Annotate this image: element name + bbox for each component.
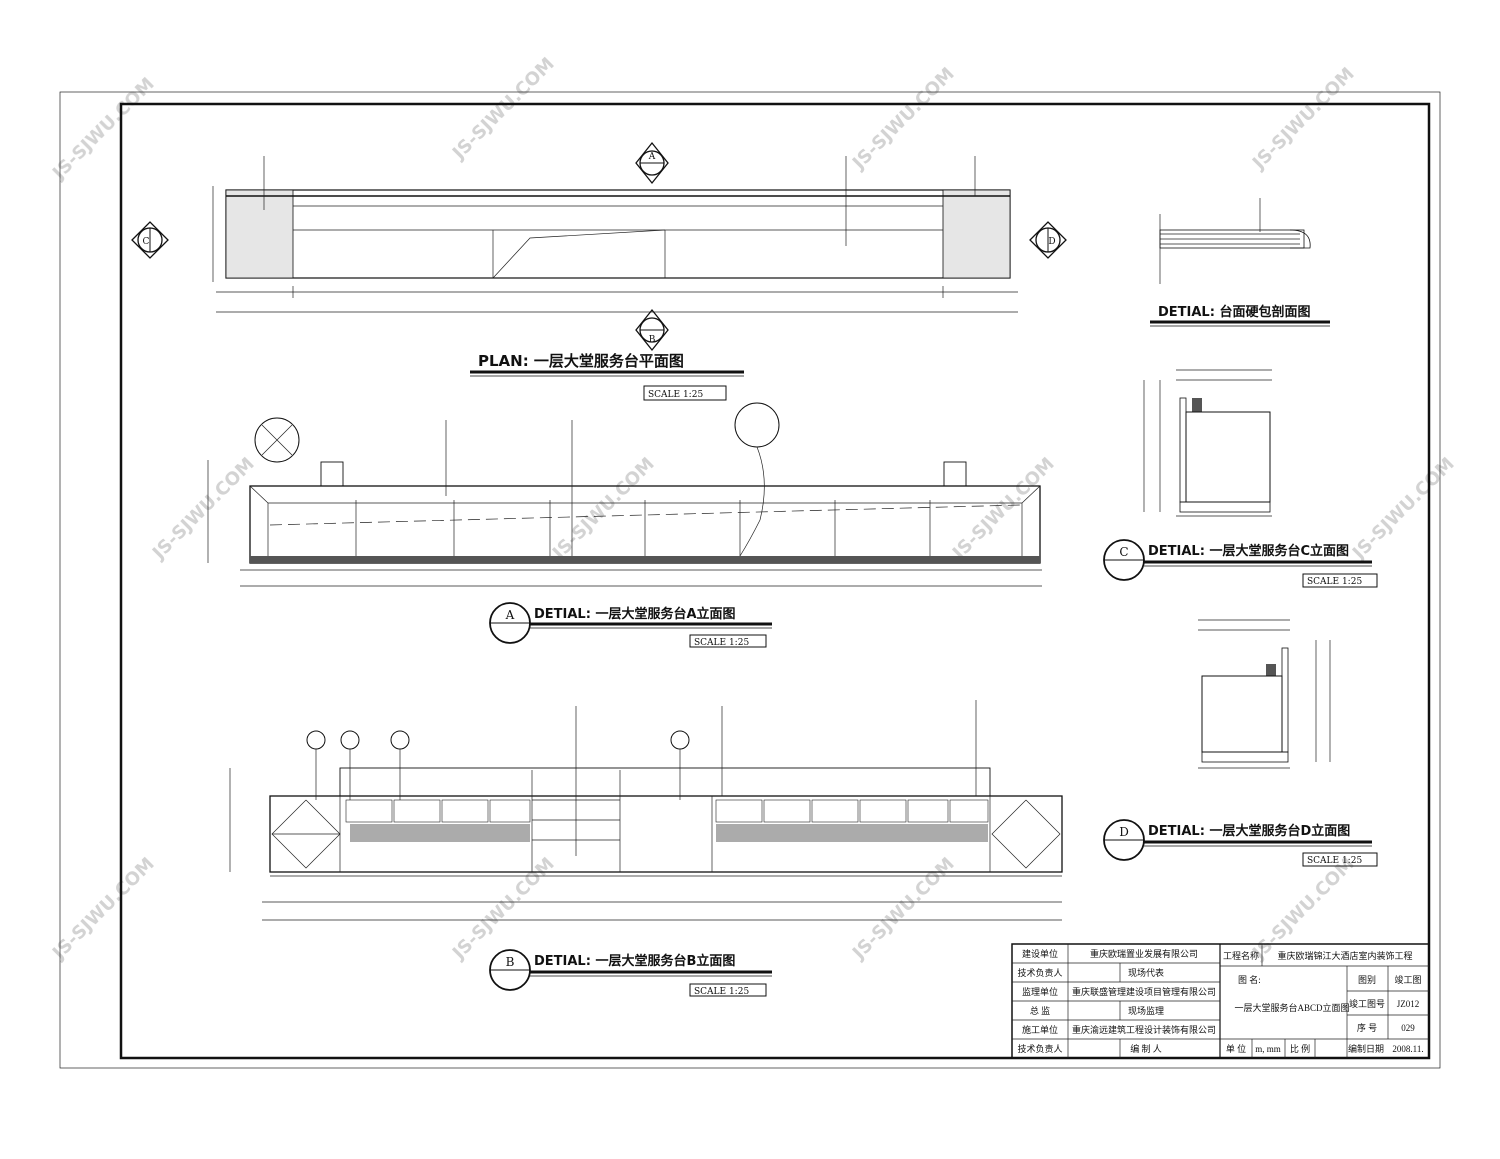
tb-r4-label: 总 监 [1030, 1005, 1050, 1016]
elevation-c-scale: SCALE 1:25 [1307, 577, 1362, 587]
tb-project-label: 工程名称 [1223, 950, 1259, 961]
tb-r1-value: 重庆欧瑞置业发展有限公司 [1090, 948, 1198, 959]
svg-text:JS-SJWU.COM: JS-SJWU.COM [447, 854, 558, 965]
tb-unit-label: 单 位 [1226, 1043, 1246, 1054]
svg-text:JS-SJWU.COM: JS-SJWU.COM [1347, 454, 1458, 565]
tb-seq-value: 029 [1401, 1023, 1415, 1033]
section-title: DETIAL: 台面硬包剖面图 [1158, 304, 1310, 320]
tb-no-value: JZ012 [1397, 999, 1420, 1009]
marker-b-title: B [489, 949, 531, 991]
svg-text:JS-SJWU.COM: JS-SJWU.COM [47, 74, 158, 185]
tb-r1-label: 建设单位 [1022, 948, 1058, 959]
elevation-a-scale: SCALE 1:25 [694, 638, 749, 648]
tb-r5-value: 重庆渝远建筑工程设计装饰有限公司 [1072, 1024, 1216, 1035]
tb-unit-value: m, mm [1255, 1044, 1281, 1054]
marker-d-title: D [1103, 819, 1145, 861]
tb-seq-label: 序 号 [1357, 1022, 1377, 1033]
tb-type-value: 竣工图 [1394, 974, 1421, 985]
svg-text:JS-SJWU.COM: JS-SJWU.COM [547, 454, 658, 565]
marker-a-top: A [635, 141, 669, 185]
tb-r2-value: 现场代表 [1128, 967, 1164, 978]
tb-ratio-label: 比 例 [1290, 1043, 1310, 1054]
elevation-d-title: DETIAL: 一层大堂服务台D立面图 [1148, 823, 1350, 839]
tb-r3-value: 重庆联盛管理建设项目管理有限公司 [1072, 986, 1216, 997]
marker-d-right: D [1029, 221, 1067, 259]
plan-scale: SCALE 1:25 [648, 390, 703, 400]
tb-r4-value: 现场监理 [1128, 1005, 1164, 1016]
elevation-a-title: DETIAL: 一层大堂服务台A立面图 [534, 606, 736, 622]
svg-text:D: D [1119, 825, 1129, 839]
plan-view [212, 156, 1018, 313]
outer-frame [59, 91, 1441, 1069]
section-detail [1159, 198, 1311, 284]
tb-date-label: 编制日期 [1348, 1043, 1384, 1054]
svg-text:A: A [648, 152, 656, 162]
elevation-d [1198, 619, 1331, 769]
elevation-b-scale: SCALE 1:25 [694, 987, 749, 997]
elevation-c [1143, 369, 1272, 517]
tb-drawing-name: 一层大堂服务台ABCD立面图 [1234, 1002, 1349, 1013]
svg-text:JS-SJWU.COM: JS-SJWU.COM [1247, 64, 1358, 175]
tb-no-label: 竣工图号 [1349, 998, 1385, 1009]
marker-b-bottom: B [635, 308, 669, 352]
tb-r6-value: 编 制 人 [1130, 1043, 1162, 1054]
elevation-b-title: DETIAL: 一层大堂服务台B立面图 [534, 953, 735, 969]
marker-c-left: C [131, 221, 169, 259]
svg-text:D: D [1048, 237, 1055, 247]
elevation-d-scale: SCALE 1:25 [1307, 856, 1362, 866]
svg-text:JS-SJWU.COM: JS-SJWU.COM [847, 854, 958, 965]
elevation-c-title: DETIAL: 一层大堂服务台C立面图 [1148, 543, 1349, 559]
marker-a-title: A [489, 602, 531, 644]
elevation-b [229, 700, 1063, 921]
tb-r3-label: 监理单位 [1022, 986, 1058, 997]
title-block [1011, 943, 1430, 1059]
svg-text:B: B [649, 335, 656, 345]
tb-r2-label: 技术负责人 [1017, 967, 1062, 978]
svg-text:C: C [143, 237, 150, 247]
svg-text:JS-SJWU.COM: JS-SJWU.COM [447, 54, 558, 165]
svg-text:C: C [1119, 545, 1128, 559]
tb-drawing-label: 图 名: [1238, 974, 1261, 985]
tb-r6-label: 技术负责人 [1017, 1043, 1062, 1054]
marker-c-title: C [1103, 539, 1145, 581]
svg-text:JS-SJWU.COM: JS-SJWU.COM [847, 64, 958, 175]
svg-text:B: B [506, 955, 515, 969]
tb-type-label: 图别 [1358, 975, 1376, 985]
svg-text:JS-SJWU.COM: JS-SJWU.COM [1247, 854, 1358, 965]
plan-title: PLAN: 一层大堂服务台平面图 [478, 352, 684, 370]
svg-text:JS-SJWU.COM: JS-SJWU.COM [947, 454, 1058, 565]
svg-text:JS-SJWU.COM: JS-SJWU.COM [147, 454, 258, 565]
inner-frame [119, 102, 1431, 1060]
svg-text:A: A [505, 608, 515, 622]
tb-date-value: 2008.11. [1392, 1044, 1423, 1054]
elevation-a [207, 402, 1042, 587]
tb-project-name: 重庆欧瑞锦江大酒店室内装饰工程 [1277, 950, 1412, 961]
svg-text:JS-SJWU.COM: JS-SJWU.COM [47, 854, 158, 965]
tb-r5-label: 施工单位 [1022, 1024, 1058, 1035]
